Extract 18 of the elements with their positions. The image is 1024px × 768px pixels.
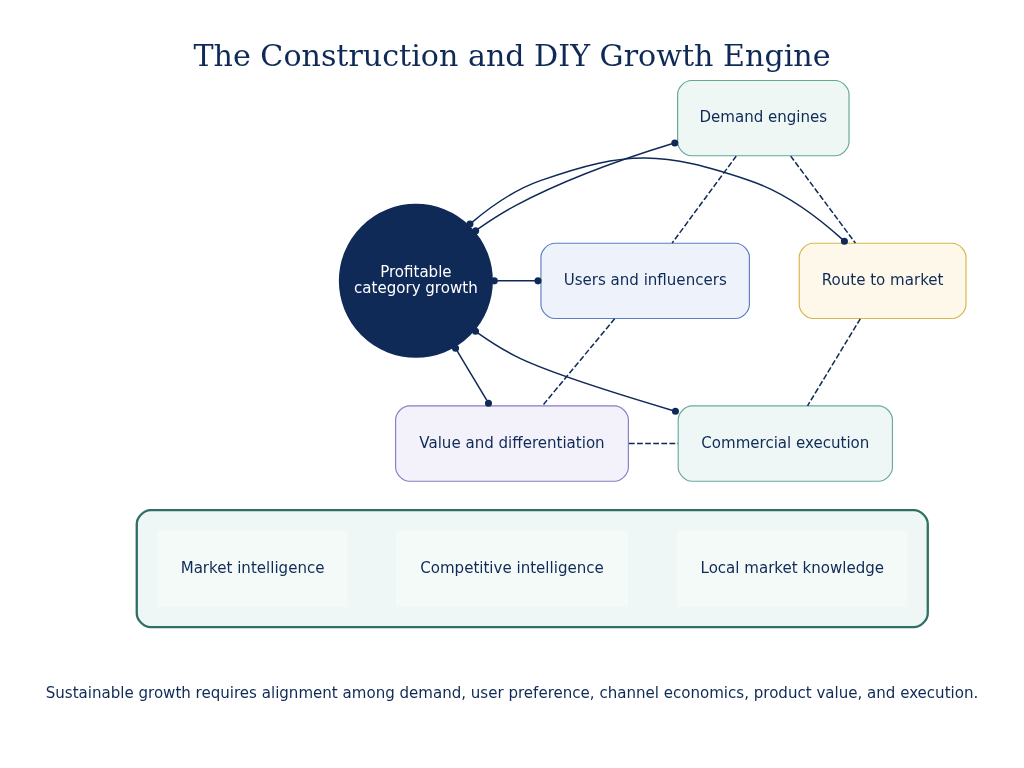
- node-box: Users and influencers: [540, 242, 750, 319]
- node-box: Value and differentiation: [395, 404, 629, 482]
- node-circle: Profitable category growth: [338, 203, 493, 358]
- connector: [472, 138, 679, 234]
- node-box: Route to market: [798, 242, 967, 319]
- connector: [472, 327, 679, 415]
- connector: [452, 344, 493, 407]
- connector: [789, 154, 857, 244]
- connector: [806, 317, 862, 407]
- connector: [466, 156, 848, 245]
- cluster: [135, 508, 929, 628]
- node-box: Commercial execution: [677, 404, 894, 482]
- caption: Sustainable growth requires alignment among demand, user preference, channel economics, product value, and execution.: [45, 683, 979, 702]
- diagram-title: The Construction and DIY Growth Engine: [193, 37, 831, 73]
- connector: [671, 154, 737, 244]
- connector: [490, 276, 542, 284]
- node-box: Demand engines: [677, 79, 850, 156]
- connector: [541, 317, 616, 407]
